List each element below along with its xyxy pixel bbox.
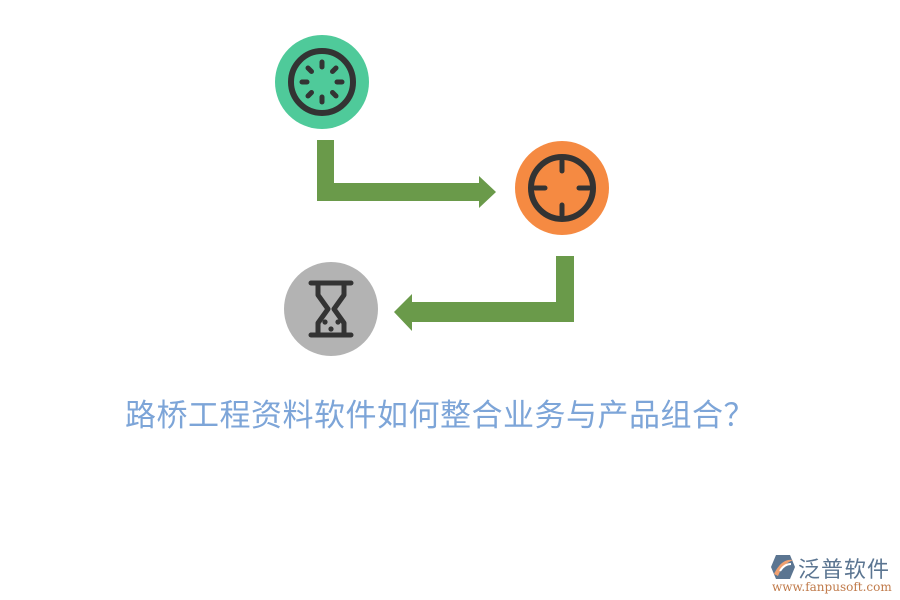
logo-website-url: www.fanpusoft.com: [772, 580, 892, 594]
step-3-node: [284, 262, 378, 356]
brand-logo: 泛普软件 www.fanpusoft.com: [768, 550, 896, 595]
fanpu-logo-icon: [771, 555, 795, 579]
step-2-node: [515, 141, 609, 235]
crosshair-target-icon: [528, 154, 596, 222]
loading-spinner-icon: [288, 48, 356, 116]
logo-brand-name: 泛普软件: [798, 558, 891, 583]
arrow-step2-to-step3: [394, 256, 574, 331]
arrow-step1-to-step2: [317, 140, 496, 208]
diagram-title: 路桥工程资料软件如何整合业务与产品组合？: [125, 398, 755, 434]
step-1-node: [275, 35, 369, 129]
hourglass-icon: [308, 280, 354, 338]
